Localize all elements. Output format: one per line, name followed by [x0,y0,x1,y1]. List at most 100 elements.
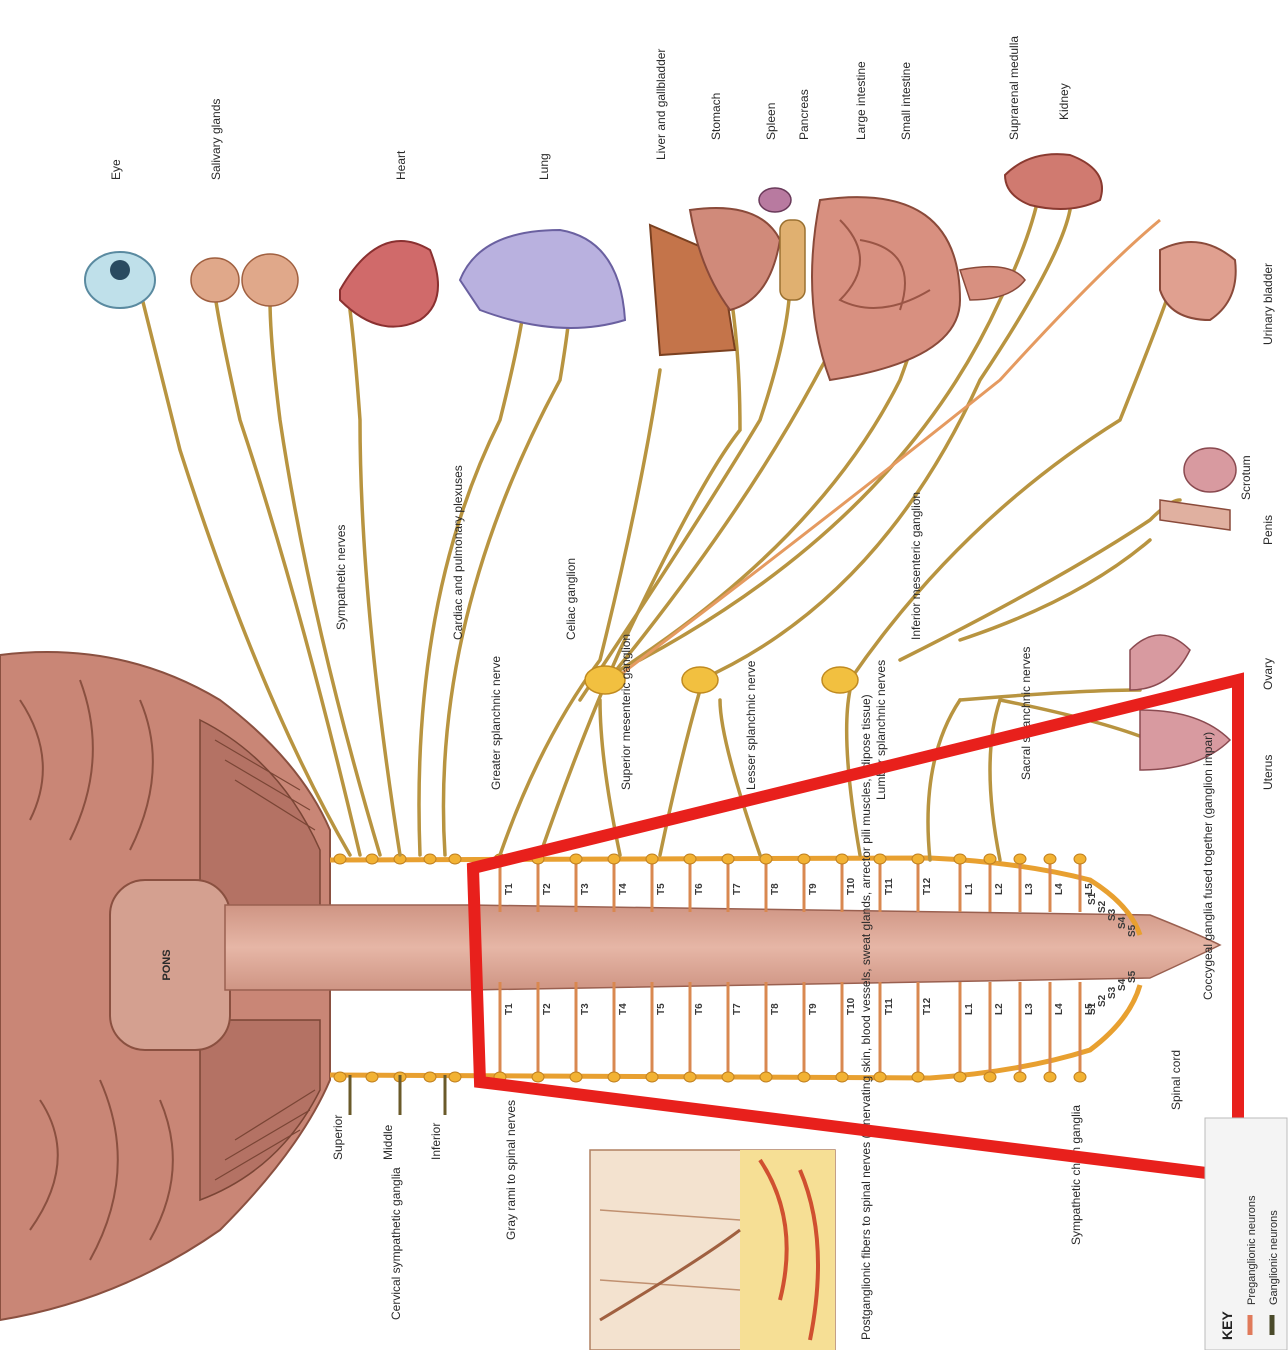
label-inferior-mesenteric: Inferior mesenteric ganglion [909,492,923,640]
segment-label-segments-thoracic-8: T9 [808,883,819,895]
label-lesser-splanchnic: Lesser splanchnic nerve [744,660,758,790]
chain-ganglion-up-14 [798,854,810,864]
label-sympathetic-nerves: Sympathetic nerves [334,525,348,630]
label-superior: Superior [331,1115,345,1160]
label-gray-rami: Gray rami to spinal nerves [504,1100,518,1240]
chain-ganglion-up-10 [646,854,658,864]
segment-label-segments-lumbar-1: L2 [994,1003,1005,1015]
segment-label-segments-thoracic-10: T11 [884,998,895,1015]
label-spinal-cord: Spinal cord [1169,1050,1183,1110]
segment-label-segments-lumbar-0: L1 [964,883,975,895]
chain-ganglion-down-20 [1014,1072,1026,1082]
pons: PONS [110,880,230,1050]
chain-ganglion-up-22 [1074,854,1086,864]
segment-label-segments-thoracic-1: T2 [542,1003,553,1015]
key-label-preganglionic: Preganglionic neurons [1246,1195,1258,1305]
organ-intestines [812,197,1025,380]
organ-kidney-suprarenal [1005,154,1102,209]
chain-ganglion-down-4 [424,1072,436,1082]
label-postganglionic: Postganglionic fibers to spinal nerves (… [859,694,873,1340]
chain-ganglion-up-16 [874,854,886,864]
segment-label-segments-lumbar-2: L3 [1024,1003,1035,1015]
segment-label-segments-thoracic-6: T7 [732,883,743,895]
label-lung: Lung [537,153,551,180]
chain-ganglion-down-9 [608,1072,620,1082]
legend-key: KEY Preganglionic neurons Ganglionic neu… [1205,1118,1287,1350]
segment-label-segments-thoracic-9: T10 [846,877,857,895]
pons-label: PONS [161,949,173,980]
label-ovary: Ovary [1261,658,1275,690]
organ-penis-scrotum [1160,448,1236,530]
key-title: KEY [1219,1311,1235,1340]
key-label-ganglionic: Ganglionic neurons [1268,1210,1280,1305]
chain-ganglion-up-18 [954,854,966,864]
label-large-intestine: Large intestine [854,61,868,140]
segment-label-segments-thoracic-4: T5 [656,1003,667,1015]
segment-label-segments-lumbar-3: L4 [1054,1003,1065,1015]
organ-eye [85,252,155,308]
segment-label-segments-thoracic-7: T8 [770,883,781,895]
segment-label-segments-thoracic-0: T1 [504,1003,515,1015]
label-sacral-splanchnic: Sacral splanchnic nerves [1019,647,1033,780]
chain-ganglion-down-18 [954,1072,966,1082]
label-greater-splanchnic: Greater splanchnic nerve [489,656,503,790]
chain-ganglion-down-22 [1074,1072,1086,1082]
organ-lung [460,230,625,328]
organ-salivary-glands [191,254,298,306]
label-liver: Liver and gallbladder [654,49,668,160]
label-scrotum: Scrotum [1239,455,1253,500]
segment-label-segments-thoracic-3: T4 [618,883,629,895]
chain-ganglion-up-9 [608,854,620,864]
chain-ganglion-down-17 [912,1072,924,1082]
segment-label-segments-lumbar-2: L3 [1024,883,1035,895]
segment-label-segments-thoracic-11: T12 [922,877,933,895]
chain-ganglion-down-1 [334,1072,346,1082]
segment-label-segments-thoracic-4: T5 [656,883,667,895]
segment-label-segments-thoracic-5: T6 [694,883,705,895]
segment-label-segments-lumbar-0: L1 [964,1003,975,1015]
label-middle: Middle [381,1124,395,1160]
chain-ganglion-down-14 [798,1072,810,1082]
segment-label-segments-thoracic-2: T3 [580,883,591,895]
chain-ganglion-up-12 [722,854,734,864]
label-inferior: Inferior [429,1123,443,1160]
chain-ganglion-up-15 [836,854,848,864]
segment-label-segments-thoracic-3: T4 [618,1003,629,1015]
label-cardiac-plexuses: Cardiac and pulmonary plexuses [451,465,465,640]
segment-label-segments-sacral-4: S5 [1127,970,1138,983]
chain-ganglion-down-13 [760,1072,772,1082]
chain-ganglion-up-21 [1044,854,1056,864]
label-eye: Eye [109,159,123,180]
chain-ganglion-down-19 [984,1072,996,1082]
label-uterus: Uterus [1261,755,1275,790]
chain-ganglion-down-5 [449,1072,461,1082]
label-suprarenal: Suprarenal medulla [1007,36,1021,140]
label-urinary-bladder: Urinary bladder [1261,263,1275,345]
segment-label-segments-thoracic-7: T8 [770,1003,781,1015]
label-celiac-ganglion: Celiac ganglion [564,558,578,640]
segment-label-segments-thoracic-8: T9 [808,1003,819,1015]
chain-ganglion-up-17 [912,854,924,864]
chain-ganglion-down-2 [366,1072,378,1082]
chain-ganglion-down-11 [684,1072,696,1082]
label-penis: Penis [1261,515,1275,545]
chain-ganglion-up-11 [684,854,696,864]
chain-ganglion-down-16 [874,1072,886,1082]
segment-label-segments-thoracic-10: T11 [884,878,895,895]
label-stomach: Stomach [709,93,723,140]
chain-ganglion-up-1 [334,854,346,864]
label-coccygeal: Coccygeal ganglia fused together (gangli… [1201,732,1215,1000]
segment-label-segments-thoracic-11: T12 [922,997,933,1015]
chain-ganglion-down-21 [1044,1072,1056,1082]
segment-label-segments-thoracic-6: T7 [732,1003,743,1015]
label-pancreas: Pancreas [797,89,811,140]
segment-label-segments-lumbar-3: L4 [1054,883,1065,895]
label-salivary: Salivary glands [209,99,223,180]
skin-inset [590,1150,835,1350]
label-small-intestine: Small intestine [899,62,913,140]
label-cervical-ganglia: Cervical sympathetic ganglia [389,1167,403,1320]
segment-label-segments-thoracic-0: T1 [504,883,515,895]
organ-urinary-bladder [1160,242,1236,320]
